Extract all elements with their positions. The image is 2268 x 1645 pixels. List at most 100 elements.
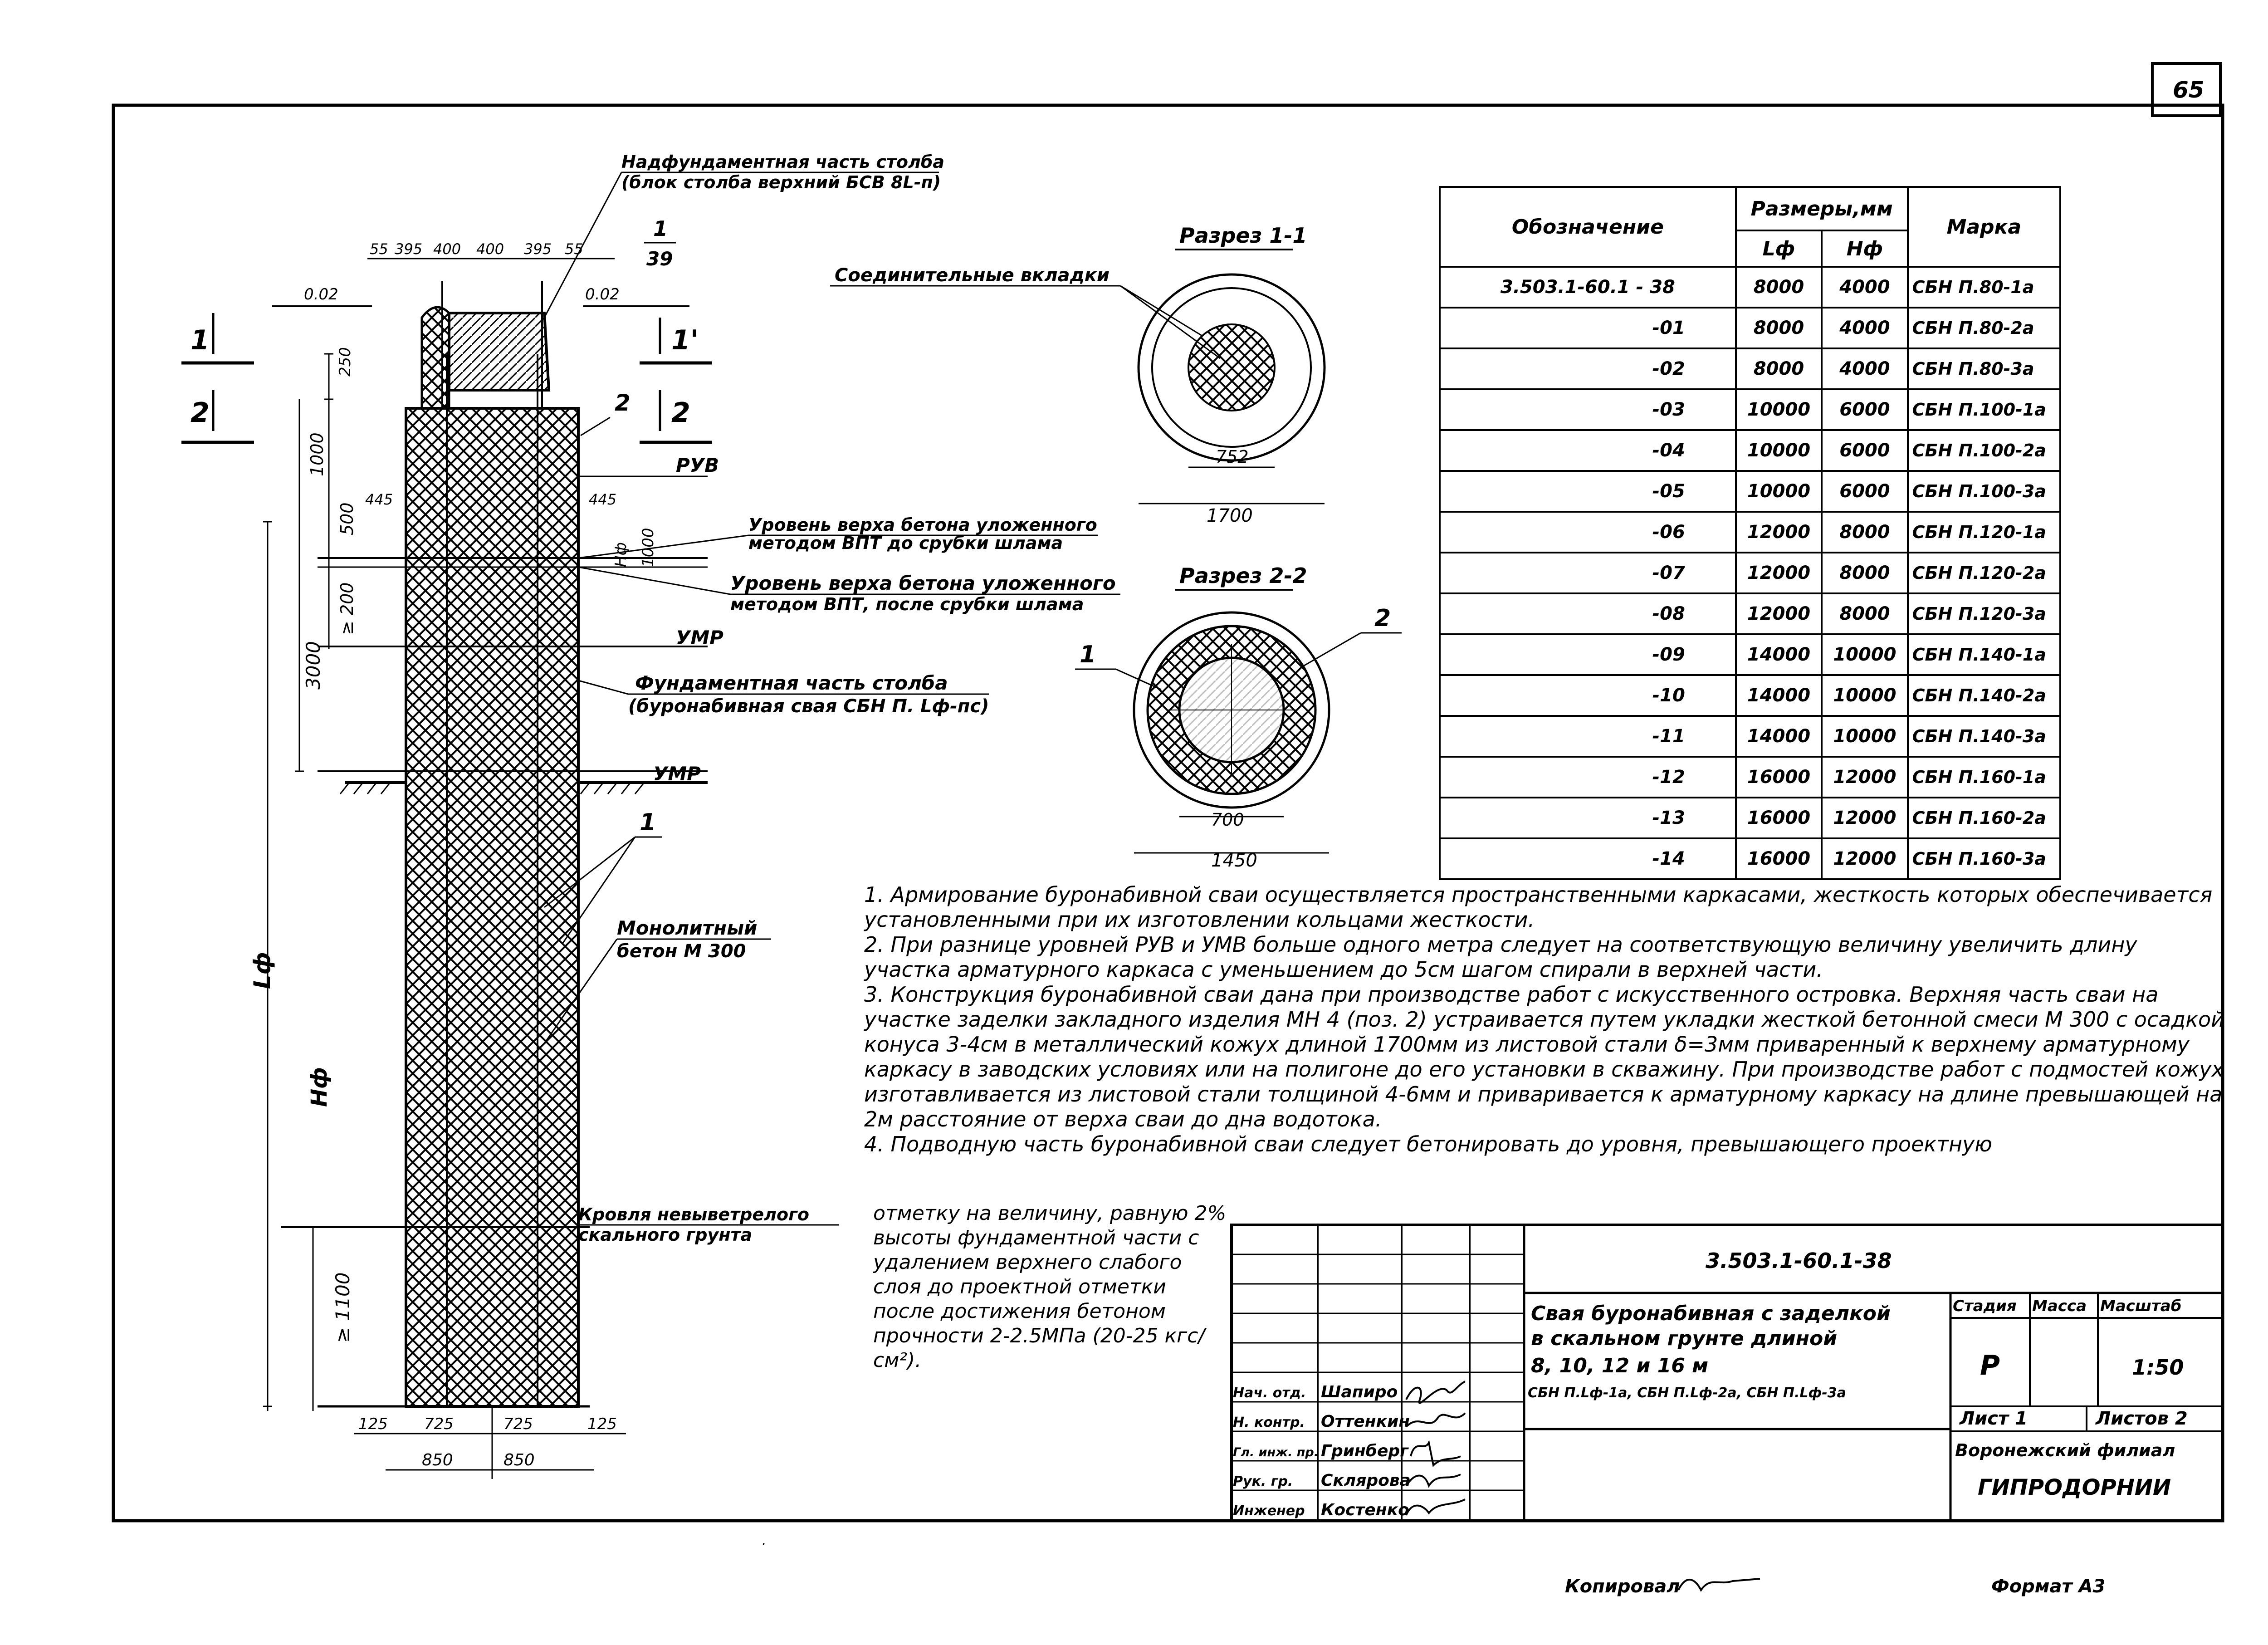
person-role-1: Н. контр. — [1233, 1415, 1305, 1430]
spec-designation: -01 — [1439, 307, 1737, 349]
stage-value: Р — [1980, 1350, 2000, 1381]
spec-lf: 12000 — [1735, 552, 1823, 594]
spec-designation: -13 — [1439, 797, 1737, 839]
dim-hf: Нф — [307, 1067, 332, 1107]
spec-lf: 12000 — [1735, 511, 1823, 553]
spec-mark: СБН П.140-1а — [1906, 633, 2062, 676]
footer-copied: Копировал — [1565, 1576, 1680, 1597]
note-4a: 4. Подводную часть буронабивной сваи сле… — [864, 1132, 1992, 1156]
th-sizes: Размеры,мм — [1735, 186, 1909, 231]
section-2-inner: 700 — [1211, 810, 1244, 830]
spec-lf: 12000 — [1735, 592, 1823, 635]
spec-designation: -02 — [1439, 348, 1737, 390]
dim-bottom-850a: 850 — [422, 1451, 453, 1469]
dim-top-55a: 55 — [370, 240, 388, 258]
section-1-1: Разрез 1-1 Соединительные вкладки 752 17… — [830, 223, 1326, 526]
section-mark-2-right: 2 — [671, 397, 690, 429]
note-4b: отметку на величину, равную 2% высоты фу… — [873, 1202, 1227, 1372]
spec-lf: 16000 — [1735, 797, 1823, 839]
spec-lf: 8000 — [1735, 307, 1823, 349]
dim-250: 250 — [336, 347, 354, 377]
callout-top-part-1: Надфундаментная часть столба — [621, 152, 944, 172]
spec-mark: СБН П.140-2а — [1906, 674, 2062, 717]
spec-hf: 8000 — [1821, 592, 1909, 635]
spec-mark: СБН П.80-1а — [1906, 266, 2062, 308]
spec-designation: -11 — [1439, 715, 1737, 758]
spec-lf: 10000 — [1735, 388, 1823, 431]
dim-top-395b: 395 — [524, 240, 552, 258]
section-mark-2-left: 2 — [191, 397, 210, 429]
title-line-4: СБН П.Lф-1а, СБН П.Lф-2а, СБН П.Lф-3а — [1528, 1385, 1846, 1401]
spec-hf: 10000 — [1821, 674, 1909, 717]
dim-bottom-725a: 725 — [424, 1415, 454, 1433]
note-2: 2. При разнице уровней РУВ и УМВ больше … — [864, 932, 2137, 982]
footer-format: Формат А3 — [1991, 1576, 2105, 1597]
dim-3000: 3000 — [302, 641, 324, 690]
scale-value: 1:50 — [2132, 1355, 2184, 1380]
dim-1100: ≥ 1100 — [332, 1273, 354, 1343]
spec-lf: 10000 — [1735, 470, 1823, 513]
spec-mark: СБН П.80-2а — [1906, 307, 2062, 349]
column-collar — [420, 306, 450, 410]
callout-label-1: 1 — [640, 809, 656, 836]
callout-foundation-1: Фундаментная часть столба — [635, 672, 948, 694]
spec-designation: -14 — [1439, 837, 1737, 880]
spec-designation: -10 — [1439, 674, 1737, 717]
spec-hf: 12000 — [1821, 837, 1909, 880]
callout-level-before-1: Уровень верха бетона уложенного — [748, 515, 1097, 535]
dim-top-400a: 400 — [433, 240, 461, 258]
spec-mark: СБН П.160-3а — [1906, 837, 2062, 880]
doc-code: 3.503.1-60.1-38 — [1706, 1248, 1892, 1273]
spec-mark: СБН П.160-1а — [1906, 756, 2062, 798]
spec-hf: 6000 — [1821, 470, 1909, 513]
sheet-number: Лист 1 — [1959, 1408, 2028, 1429]
dim-bottom-850b: 850 — [503, 1451, 535, 1469]
th-designation: Обозначение — [1439, 186, 1737, 268]
column-top — [448, 312, 551, 392]
spec-designation: -05 — [1439, 470, 1737, 513]
slope-left: 0.02 — [304, 285, 338, 304]
spec-mark: СБН П.160-2а — [1906, 797, 2062, 839]
person-name-1: Оттенкин — [1321, 1412, 1410, 1431]
section-2-outer: 1450 — [1211, 850, 1257, 871]
spec-designation: -07 — [1439, 552, 1737, 594]
spec-lf: 14000 — [1735, 674, 1823, 717]
spec-designation: -06 — [1439, 511, 1737, 553]
page-number: 65 — [2173, 77, 2204, 103]
callout-level-before-2: методом ВПТ до срубки шлама — [748, 533, 1063, 553]
label-39: 39 — [646, 248, 673, 270]
spec-hf: 12000 — [1821, 797, 1909, 839]
sheet-count: Листов 2 — [2095, 1408, 2188, 1429]
note-3: 3. Конструкция буронабивной сваи дана пр… — [864, 982, 2225, 1131]
title-line-2: в скальном грунте длиной — [1531, 1327, 1837, 1350]
spec-lf: 14000 — [1735, 633, 1823, 676]
spec-mark: СБН П.120-2а — [1906, 552, 2062, 594]
pile-elevation: 250 1000 500 ≥ 200 3000 ≥ 1100 Lф Нф 445… — [181, 152, 1120, 1479]
dim-top-400b: 400 — [476, 240, 504, 258]
callout-monolith-1: Монолитный — [617, 917, 757, 939]
spec-hf: 10000 — [1821, 715, 1909, 758]
dim-top-395a: 395 — [395, 240, 422, 258]
dim-445-right: 445 — [589, 491, 616, 508]
dim-445-left: 445 — [365, 491, 393, 508]
general-notes: 1. Армирование буронабивной сваи осущест… — [864, 882, 2225, 1157]
spec-mark: СБН П.100-1а — [1906, 388, 2062, 431]
spec-mark: СБН П.100-2а — [1906, 429, 2062, 472]
spec-designation: 3.503.1-60.1 - 38 — [1439, 266, 1737, 308]
person-name-4: Костенко — [1321, 1501, 1409, 1519]
spec-lf: 16000 — [1735, 756, 1823, 798]
spec-hf: 8000 — [1821, 552, 1909, 594]
dim-bottom-125a: 125 — [358, 1415, 388, 1433]
section-2-title: Разрез 2-2 — [1179, 563, 1307, 588]
person-role-2: Гл. инж. пр. — [1233, 1445, 1319, 1459]
callout-foundation-2: (буронабивная свая СБН П. Lф-пс) — [628, 696, 989, 717]
title-line-3: 8, 10, 12 и 16 м — [1531, 1354, 1708, 1377]
